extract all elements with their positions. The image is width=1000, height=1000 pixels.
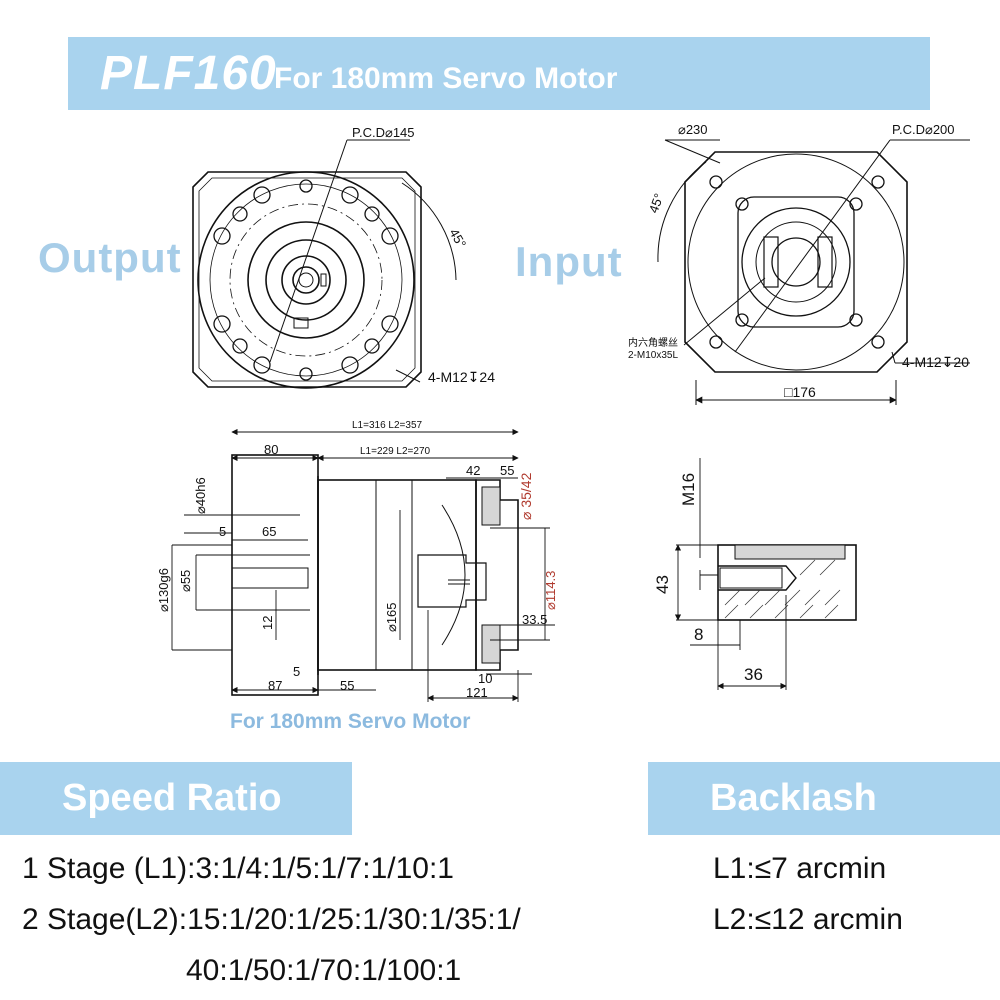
dim-55-top: 55: [500, 463, 514, 478]
backlash-l1: L1:≤7 arcmin: [713, 852, 887, 885]
dim-121: 121: [466, 685, 488, 700]
dim-65: 65: [262, 524, 276, 539]
backlash-title: Backlash: [710, 777, 877, 819]
input-pcd-label: P.C.D⌀200: [892, 122, 955, 137]
dim-5-bottom: 5: [293, 664, 300, 679]
dim-42: 42: [466, 463, 480, 478]
header-subtitle: For 180mm Servo Motor: [274, 62, 618, 95]
title-banner: [68, 37, 930, 110]
speed-ratio-banner: [0, 762, 352, 835]
side-length-total: L1=316 L2=357: [352, 420, 423, 431]
output-angle-label: 45°: [446, 226, 469, 251]
dim-130g6: ⌀130g6: [156, 568, 171, 612]
dim-5-top: 5: [219, 524, 226, 539]
input-square-label: □176: [784, 384, 816, 400]
speed-ratio-stage2: 2 Stage(L2):15:1/20:1/25:1/30:1/35:1/: [22, 903, 521, 936]
dim-55-bottom: 55: [340, 678, 354, 693]
backlash-l2: L2:≤12 arcmin: [713, 903, 903, 936]
input-diameter-label: ⌀230: [678, 122, 708, 137]
dim-40h6: ⌀40h6: [193, 477, 208, 514]
dim-114-3: ⌀114.3: [543, 571, 558, 610]
detail-dim-36: 36: [744, 665, 763, 684]
input-view-label: Input: [515, 238, 623, 285]
input-screw-spec-label: 2-M10x35L: [628, 350, 678, 361]
dim-80: 80: [264, 442, 278, 457]
dim-55-shaft: ⌀55: [178, 570, 193, 592]
speed-ratio-stage2-cont: 40:1/50:1/70:1/100:1: [186, 954, 462, 987]
dim-33-5: 33.5: [522, 612, 547, 627]
input-holes-label: 4-M12↧20: [902, 354, 969, 370]
input-view-drawing: [657, 139, 970, 405]
output-holes-label: 4-M12↧24: [428, 369, 495, 385]
dim-35-42: ⌀ 35/42: [518, 472, 534, 520]
input-screw-cn-label: 内六角螺丝: [628, 336, 678, 349]
side-length-body: L1=229 L2=270: [360, 446, 431, 457]
speed-ratio-stage1: 1 Stage (L1):3:1/4:1/5:1/7:1/10:1: [22, 852, 454, 885]
output-pcd-label: P.C.D⌀145: [352, 125, 415, 140]
dim-87: 87: [268, 678, 282, 693]
detail-dim-8: 8: [694, 625, 703, 644]
input-angle-label: 45°: [646, 191, 667, 215]
detail-thread: M16: [679, 473, 698, 506]
dim-10: 10: [478, 671, 492, 686]
side-view-drawing: [171, 428, 555, 702]
dim-12: 12: [260, 616, 275, 630]
speed-ratio-title: Speed Ratio: [62, 777, 282, 819]
output-view-drawing: [192, 139, 457, 389]
output-view-label: Output: [38, 234, 182, 281]
detail-view-drawing: [674, 458, 857, 690]
detail-dim-43: 43: [653, 575, 672, 594]
dim-165: ⌀165: [384, 602, 399, 632]
model-title: PLF160: [100, 47, 277, 100]
backlash-banner: [648, 762, 1000, 835]
drawing-caption: For 180mm Servo Motor: [230, 710, 471, 733]
